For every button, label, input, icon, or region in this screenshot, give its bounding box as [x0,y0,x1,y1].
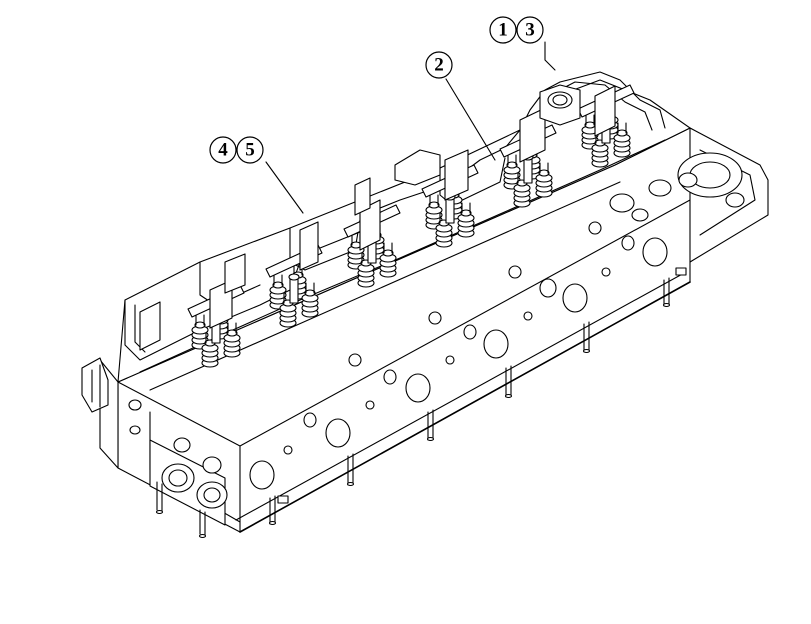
front-face-ports [249,221,687,504]
valve-retainer [194,321,206,329]
callout-5-label: 5 [245,140,255,161]
valve-retainer [304,289,316,297]
valve-retainer [428,201,440,209]
callout-4: 4 [209,136,237,164]
valve-retainer [382,249,394,257]
callout-2-label: 2 [434,55,444,76]
valve-retainer [272,281,284,289]
head-bolt-studs [155,277,671,539]
injector-body [523,156,533,184]
callout-3-label: 3 [525,20,535,41]
injector-body [289,276,299,304]
callout-2: 2 [425,51,453,79]
callout-5: 5 [236,136,264,164]
valve-retainer [460,209,472,217]
callout-1-label: 1 [498,20,508,41]
valve-retainer [506,161,518,169]
callout-1: 1 [489,16,517,44]
callout-3: 3 [516,16,544,44]
valve-retainer [226,329,238,337]
leader-lines [265,41,556,214]
valve-retainer [616,129,628,137]
valve-retainer [538,169,550,177]
injector-cap [288,273,300,281]
rocker-pedestals [139,84,616,351]
callout-4-label: 4 [218,140,228,161]
injector-body [445,196,455,224]
left-end-ports [81,357,228,526]
right-end-ports [609,152,745,222]
